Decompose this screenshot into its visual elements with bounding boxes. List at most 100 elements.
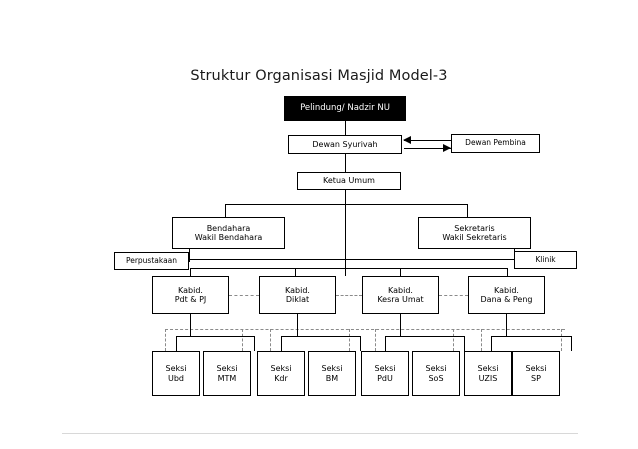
connector-drop-seksi-3 [281,336,282,351]
node-kabid-3[interactable]: Kabid. Kesra Umat [362,276,439,314]
node-label-line2: MTM [217,373,237,383]
node-label-line1: Kabid. [178,285,203,295]
footer-divider [62,433,578,434]
connector-kabid-bus-right-end [507,268,508,276]
connector-drop-seksi-8 [571,336,572,351]
node-pelindung-nadzir-nu[interactable]: Pelindung/ Nadzir NU [284,96,406,121]
node-label: Perpustakaan [125,255,178,265]
node-label-line1: Seksi [425,364,447,374]
connector-kabid-4-seksi-bus [491,336,571,337]
node-label-line1: Seksi [374,364,396,374]
node-perpustakaan[interactable]: Perpustakaan [114,252,189,270]
node-kabid-1[interactable]: Kabid. Pdt & PJ [152,276,229,314]
node-label-line1: Seksi [165,364,187,374]
dashed-link-kabid-2-3 [336,295,362,296]
connector-kabid-1-drop [190,314,191,336]
dashed-drop-group-4-left [481,329,482,351]
node-label-line2: Kesra Umat [377,295,424,304]
connector-kabid-2-drop [297,314,298,336]
node-seksi-3[interactable]: Seksi Kdr [257,351,305,396]
node-seksi-1[interactable]: Seksi Ubd [152,351,200,396]
node-label-line1: Kabid. [494,285,519,295]
node-seksi-6[interactable]: Seksi SoS [412,351,460,396]
node-dewan-pembina[interactable]: Dewan Pembina [451,134,540,153]
node-label-line1: Sekretaris [454,223,495,233]
dashed-drop-group-3-left [375,329,376,351]
connector-drop-kabid-2 [295,268,296,276]
node-kabid-4[interactable]: Kabid. Dana & Peng [468,276,545,314]
node-label-line1: Kabid. [388,285,413,295]
node-label-line2: Kdr [274,373,288,383]
dashed-drop-group-2-left [270,329,271,351]
node-seksi-8[interactable]: Seksi SP [512,351,560,396]
node-label-line2: Dana & Peng [480,295,533,304]
dashed-drop-group-3-right [453,329,454,351]
connector-kabid-4-drop [506,314,507,336]
node-seksi-4[interactable]: Seksi BM [308,351,356,396]
node-label: Dewan Syurivah [312,139,378,149]
connector-pembina-to-syuriyah [404,140,451,141]
node-label: Ketua Umum [323,176,375,186]
node-label-line2: Wakil Sekretaris [442,233,507,242]
connector-kabid-2-seksi-bus [281,336,360,337]
connector-drop-seksi-5 [385,336,386,351]
node-sekretaris[interactable]: Sekretaris Wakil Sekretaris [418,217,531,249]
node-label-line2: BM [325,373,339,383]
node-kabid-2[interactable]: Kabid. Diklat [259,276,336,314]
node-label-line1: Seksi [477,364,499,374]
connector-drop-sekretaris [467,204,468,217]
node-label-line2: UZIS [478,373,498,383]
connector-kabid-bus [190,268,507,269]
dashed-seksi-coordination-bus [165,329,565,330]
node-label-line2: SoS [428,373,444,383]
dashed-drop-group-1-right [242,329,243,351]
page-title: Struktur Organisasi Masjid Model-3 [190,68,448,84]
connector-drop-seksi-4 [360,336,361,351]
arrow-right-icon [443,144,451,152]
node-dewan-syuriyah[interactable]: Dewan Syurivah [288,135,402,154]
connector-kabid-3-drop [400,314,401,336]
node-label-line1: Bendahara [206,223,251,233]
node-label: Klinik [535,254,556,264]
connector-syuriyah-to-ketua [345,154,346,172]
connector-staff-bus [189,259,514,260]
dashed-drop-group-2-right [349,329,350,351]
node-label-line2: PdU [377,373,393,383]
node-label-line1: Seksi [270,364,292,374]
node-label: Pelindung/ Nadzir NU [300,103,390,114]
node-label-line1: Kabid. [285,285,310,295]
connector-drop-seksi-1 [176,336,177,351]
connector-drop-seksi-6 [464,336,465,351]
connector-kabid-3-seksi-bus [385,336,464,337]
connector-kabid-bus-left-end [190,268,191,276]
connector-pelindung-to-syuriyah [345,121,346,135]
node-label-line2: Diklat [285,295,310,304]
node-label-line2: Wakil Bendahara [194,233,263,242]
node-bendahara[interactable]: Bendahara Wakil Bendahara [172,217,285,249]
node-label: Dewan Pembina [465,138,526,148]
node-label-line1: Seksi [321,364,343,374]
node-label-line2: SP [531,373,541,383]
connector-drop-seksi-7 [491,336,492,351]
connector-ketua-spine [345,190,346,276]
node-klinik[interactable]: Klinik [514,251,577,269]
connector-syuriyah-to-pembina [404,148,451,149]
node-label-line2: Pdt & PJ [174,295,207,304]
connector-drop-kabid-3 [400,268,401,276]
node-seksi-7[interactable]: Seksi UZIS [464,351,512,396]
node-label-line1: Seksi [525,364,547,374]
node-label-line2: Ubd [167,373,184,383]
arrow-left-icon [403,136,411,144]
node-seksi-2[interactable]: Seksi MTM [203,351,251,396]
connector-bus-bendahara-sekretaris [225,204,467,205]
dashed-drop-group-1-left [165,329,166,351]
connector-kabid-1-seksi-bus [176,336,254,337]
node-label-line1: Seksi [216,364,238,374]
node-seksi-5[interactable]: Seksi PdU [361,351,409,396]
node-ketua-umum[interactable]: Ketua Umum [297,172,401,190]
connector-drop-bendahara [225,204,226,217]
connector-drop-seksi-2 [254,336,255,351]
connector-bendahara-to-staff-bus [189,249,190,262]
dashed-drop-group-4-right [561,329,562,351]
